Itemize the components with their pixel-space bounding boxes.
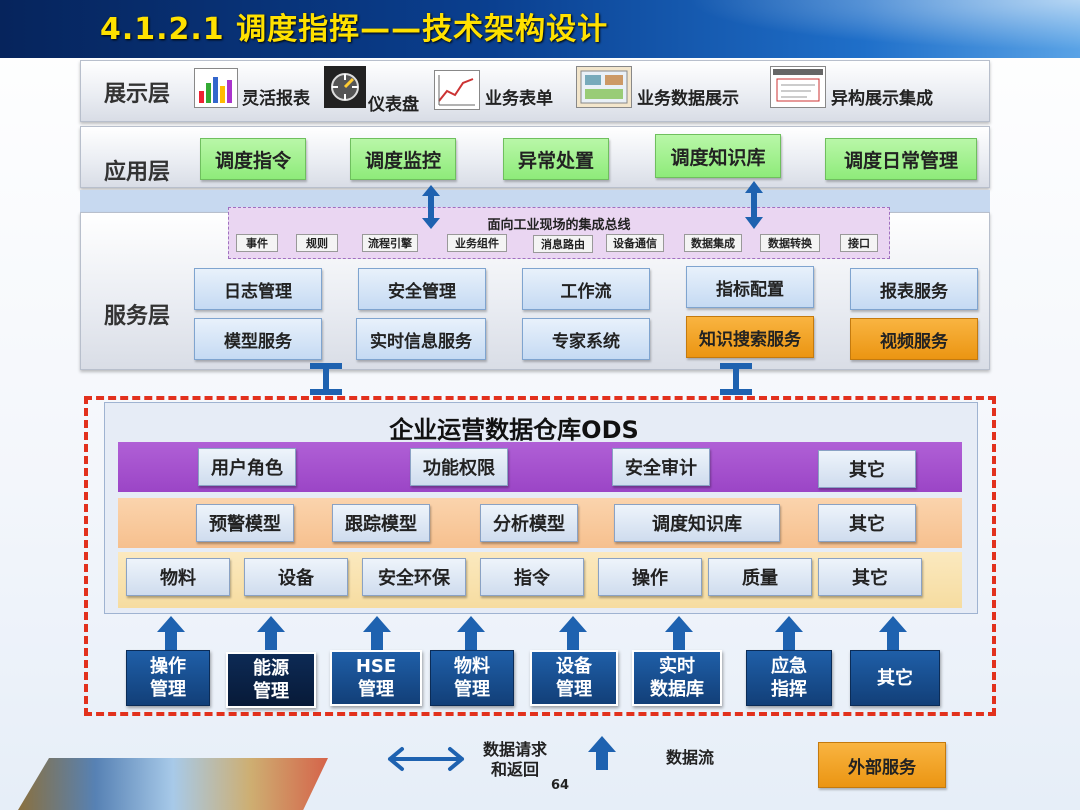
bus-chip-rules: 规则 bbox=[296, 234, 338, 252]
ods-other-data[interactable]: 其它 bbox=[818, 558, 922, 596]
svc-workflow[interactable]: 工作流 bbox=[522, 268, 650, 310]
ods-security-audit[interactable]: 安全审计 bbox=[612, 448, 710, 486]
svc-log-management[interactable]: 日志管理 bbox=[194, 268, 322, 310]
bus-chip-device-communication: 设备通信 bbox=[606, 234, 664, 252]
ods-equipment[interactable]: 设备 bbox=[244, 558, 348, 596]
ods-other-models[interactable]: 其它 bbox=[818, 504, 916, 542]
ods-safety-env[interactable]: 安全环保 bbox=[362, 558, 466, 596]
svc-video-service[interactable]: 视频服务 bbox=[850, 318, 978, 360]
heterogeneous-display-icon bbox=[770, 66, 826, 108]
app-daily-management[interactable]: 调度日常管理 bbox=[825, 138, 977, 180]
source-emergency-command[interactable]: 应急指挥 bbox=[746, 650, 832, 706]
display-item-flexible-report: 灵活报表 bbox=[242, 89, 310, 109]
page-number: 64 bbox=[550, 778, 570, 793]
layer-gap-band bbox=[80, 190, 990, 212]
application-layer-label: 应用层 bbox=[104, 160, 171, 185]
header-highlight bbox=[620, 0, 1080, 58]
service-ods-connector-left bbox=[310, 363, 342, 395]
display-item-business-form: 业务表单 bbox=[485, 89, 553, 109]
display-item-business-data: 业务数据展示 bbox=[637, 89, 739, 109]
svc-realtime-info[interactable]: 实时信息服务 bbox=[356, 318, 486, 360]
source-operation-management[interactable]: 操作管理 bbox=[126, 650, 210, 706]
ods-material[interactable]: 物料 bbox=[126, 558, 230, 596]
integration-bus-title: 面向工业现场的集成总线 bbox=[487, 218, 631, 233]
ods-function-permissions[interactable]: 功能权限 bbox=[410, 448, 508, 486]
ods-dashed-boundary bbox=[84, 396, 996, 716]
app-dispatch-monitoring[interactable]: 调度监控 bbox=[350, 138, 456, 180]
legend-external-service: 外部服务 bbox=[818, 742, 946, 788]
legend-data-request: 数据请求 和返回 bbox=[482, 740, 547, 779]
app-dispatch-command[interactable]: 调度指令 bbox=[200, 138, 306, 180]
source-other[interactable]: 其它 bbox=[850, 650, 940, 706]
bus-chip-business-components: 业务组件 bbox=[447, 234, 507, 252]
source-energy-management[interactable]: 能源管理 bbox=[226, 652, 316, 708]
form-line-icon bbox=[434, 70, 480, 110]
app-bus-double-arrow-left bbox=[422, 185, 440, 229]
bus-chip-event: 事件 bbox=[236, 234, 278, 252]
svc-security-management[interactable]: 安全管理 bbox=[358, 268, 486, 310]
request-return-arrow-icon bbox=[388, 747, 464, 771]
display-layer-label: 展示层 bbox=[104, 82, 171, 107]
footer-photo-strip bbox=[18, 758, 328, 810]
ods-tracking-model[interactable]: 跟踪模型 bbox=[332, 504, 430, 542]
ods-operation[interactable]: 操作 bbox=[598, 558, 702, 596]
svc-knowledge-search[interactable]: 知识搜索服务 bbox=[686, 316, 814, 358]
bus-chip-process-engine: 流程引擎 bbox=[362, 234, 418, 252]
source-up-arrows bbox=[157, 616, 907, 650]
ods-user-roles[interactable]: 用户角色 bbox=[198, 448, 296, 486]
app-bus-double-arrow-right bbox=[745, 181, 763, 229]
report-chart-icon bbox=[194, 68, 238, 108]
svc-expert-system[interactable]: 专家系统 bbox=[522, 318, 650, 360]
bus-chip-interface: 接口 bbox=[840, 234, 878, 252]
ods-warning-model[interactable]: 预警模型 bbox=[196, 504, 294, 542]
ods-analysis-model[interactable]: 分析模型 bbox=[480, 504, 578, 542]
legend-data-flow: 数据流 bbox=[666, 748, 715, 767]
source-material-management[interactable]: 物料管理 bbox=[430, 650, 514, 706]
service-ods-connector-right bbox=[720, 363, 752, 395]
ods-other-security[interactable]: 其它 bbox=[818, 450, 916, 488]
source-equipment-management[interactable]: 设备管理 bbox=[530, 650, 618, 706]
source-realtime-database[interactable]: 实时数据库 bbox=[632, 650, 722, 706]
bus-chip-data-integration: 数据集成 bbox=[684, 234, 742, 252]
app-exception-handling[interactable]: 异常处置 bbox=[503, 138, 609, 180]
data-display-icon bbox=[576, 66, 632, 108]
bus-chip-data-conversion: 数据转换 bbox=[760, 234, 820, 252]
ods-instruction[interactable]: 指令 bbox=[480, 558, 584, 596]
page-title: 4.1.2.1 调度指挥——技术架构设计 bbox=[100, 12, 609, 47]
app-dispatch-knowledge-base[interactable]: 调度知识库 bbox=[655, 134, 781, 178]
ods-quality[interactable]: 质量 bbox=[708, 558, 812, 596]
svc-model-service[interactable]: 模型服务 bbox=[194, 318, 322, 360]
service-layer-label: 服务层 bbox=[104, 304, 171, 329]
ods-title: 企业运营数据仓库ODS bbox=[389, 416, 639, 444]
svc-report-service[interactable]: 报表服务 bbox=[850, 268, 978, 310]
svc-indicator-config[interactable]: 指标配置 bbox=[686, 266, 814, 308]
display-item-heterogeneous: 异构展示集成 bbox=[831, 89, 933, 109]
ods-dispatch-knowledge[interactable]: 调度知识库 bbox=[614, 504, 780, 542]
dashboard-icon bbox=[324, 66, 366, 108]
display-item-dashboard: 仪表盘 bbox=[368, 95, 419, 115]
data-flow-arrow-icon bbox=[588, 736, 616, 770]
bus-chip-message-routing: 消息路由 bbox=[533, 235, 593, 253]
